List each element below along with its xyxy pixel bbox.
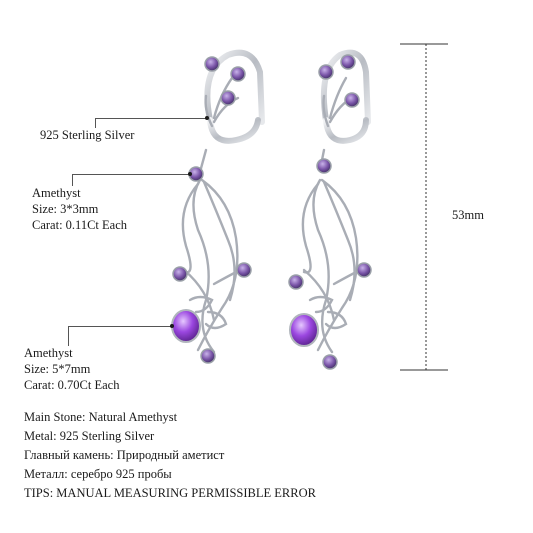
main-stone-name: Amethyst — [24, 346, 73, 360]
silver-callout-dot — [205, 116, 209, 120]
main-stone-size: Size: 5*7mm — [24, 362, 91, 376]
silver-callout-label: 925 Sterling Silver — [40, 128, 135, 142]
small-stone-size: Size: 3*3mm — [32, 202, 99, 216]
spec-metal-ru: Металл: серебро 925 пробы — [24, 467, 172, 481]
main-stone-callout-drop — [68, 326, 69, 346]
right-earring-stones — [288, 54, 372, 370]
spec-main-stone: Main Stone: Natural Amethyst — [24, 410, 178, 424]
small-stone-callout-drop — [72, 174, 73, 186]
spec-metal: Metal: 925 Sterling Silver — [24, 429, 155, 443]
spec-tips: TIPS: MANUAL MEASURING PERMISSIBLE ERROR — [24, 486, 316, 500]
small-stone-callout-line — [72, 174, 190, 175]
left-earring-stones — [171, 56, 252, 364]
small-stone-callout-dot — [188, 172, 192, 176]
small-stone-carat: Carat: 0.11Ct Each — [32, 218, 127, 232]
main-stone-callout-line — [68, 326, 172, 327]
main-stone-callout-dot — [170, 324, 174, 328]
silver-callout-line — [95, 118, 207, 119]
silver-callout-drop — [95, 118, 96, 128]
left-earring — [181, 49, 265, 354]
height-dimension-label: 53mm — [452, 208, 484, 222]
main-stone-carat: Carat: 0.70Ct Each — [24, 378, 120, 392]
right-earring — [301, 49, 371, 354]
spec-main-stone-ru: Главный камень: Природный аметист — [24, 448, 225, 462]
dimension-line — [400, 43, 448, 371]
small-stone-name: Amethyst — [32, 186, 81, 200]
